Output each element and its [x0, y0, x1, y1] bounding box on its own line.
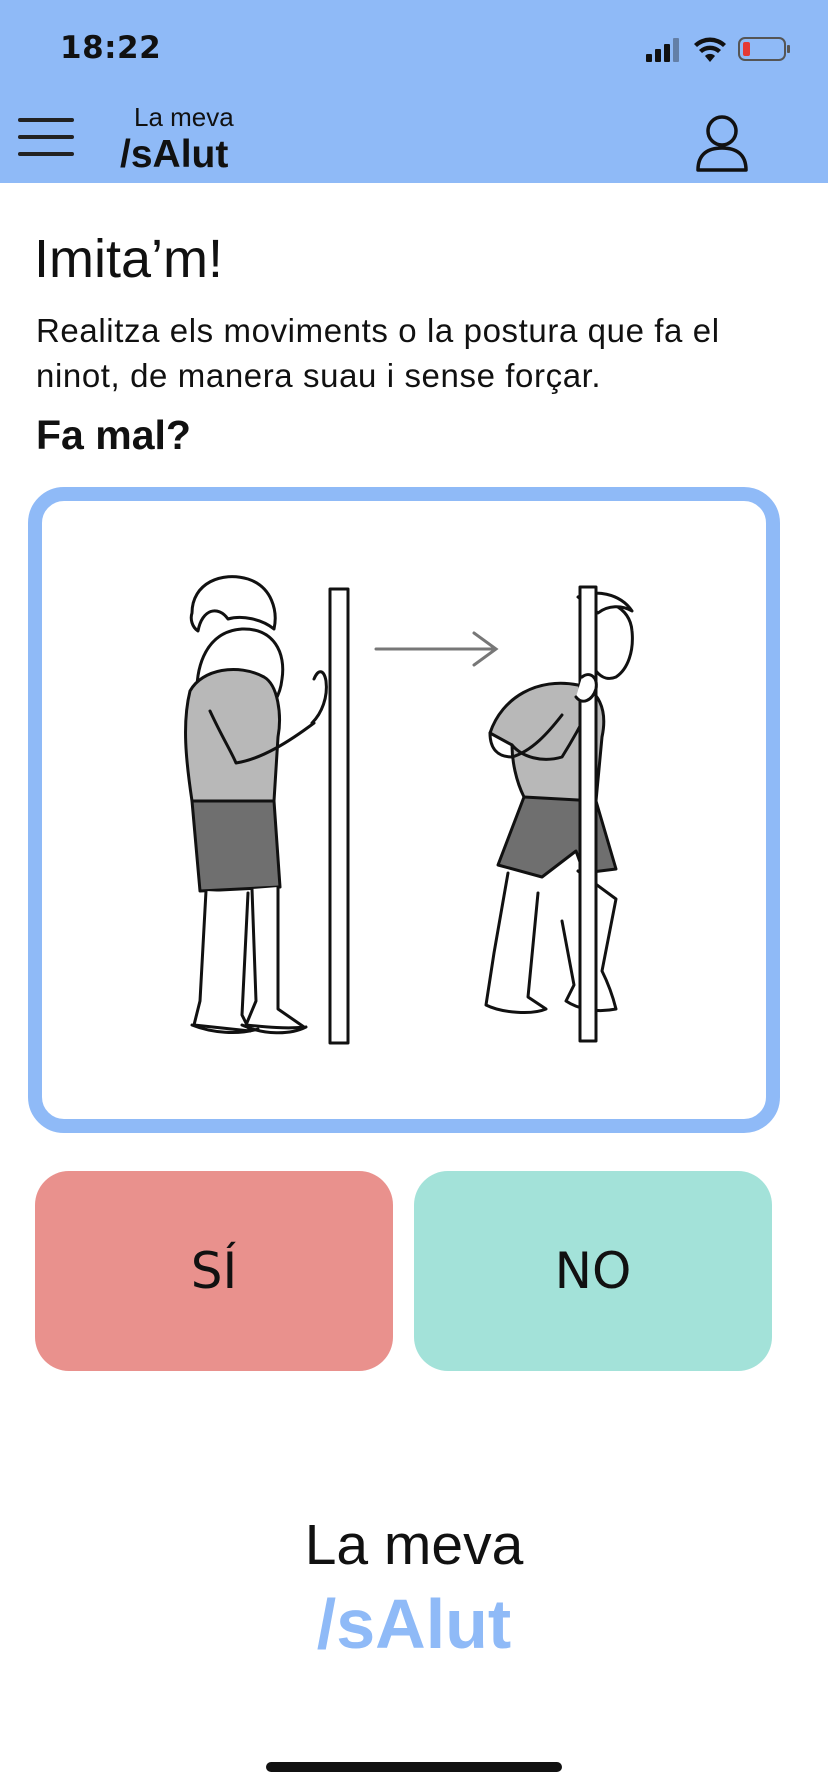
wifi-icon: [694, 37, 726, 62]
profile-button[interactable]: [694, 114, 750, 174]
footer-logo-bottom: /sAlut: [316, 1585, 512, 1663]
yes-button[interactable]: SÍ: [35, 1171, 393, 1371]
no-button[interactable]: NO: [414, 1171, 772, 1371]
direction-arrow: [374, 631, 499, 667]
exercise-illustration-card: [28, 487, 780, 1133]
cellular-signal-icon: [646, 38, 679, 62]
user-icon: [696, 115, 748, 172]
question-text: Fa mal?: [36, 412, 191, 458]
figure-leaning: [484, 585, 634, 1043]
brand-top: La meva: [134, 102, 234, 132]
page-title: Imita’m!: [34, 229, 223, 289]
battery-icon: [738, 37, 790, 61]
app-header: 18:22 La meva /sAlut: [0, 0, 828, 183]
figure-standing: [184, 575, 350, 1045]
status-time: 18:22: [60, 30, 162, 66]
brand-bottom: /sAlut: [120, 133, 229, 176]
home-indicator: [266, 1762, 562, 1772]
status-icons: [646, 34, 792, 64]
exercise-illustration: [184, 575, 634, 1045]
instruction-text: Realitza els moviments o la postura que …: [36, 312, 720, 394]
menu-button[interactable]: [18, 112, 74, 162]
hamburger-icon: [18, 118, 74, 122]
footer-logo-top: La meva: [304, 1513, 524, 1577]
